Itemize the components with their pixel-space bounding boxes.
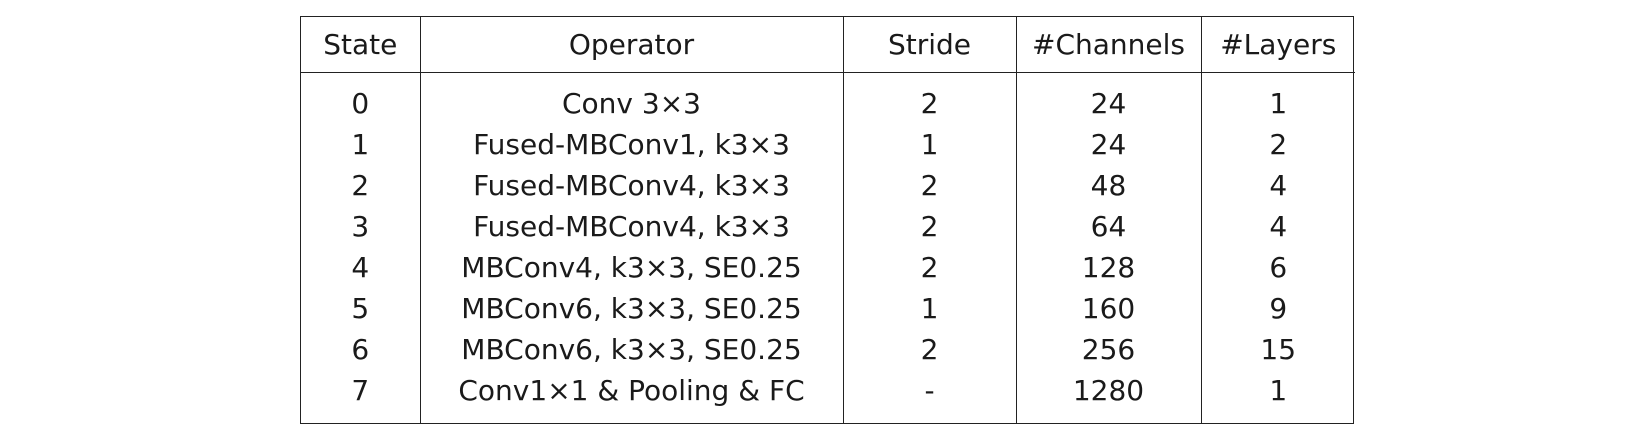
- cell-channels: 1280: [1015, 370, 1201, 411]
- cell-state: 4: [351, 251, 370, 284]
- architecture-table-frame: State Operator Stride #Channels #Layers …: [300, 16, 1355, 424]
- cell-channels: 160: [1015, 288, 1201, 329]
- architecture-table: State Operator Stride #Channels #Layers …: [301, 17, 1355, 423]
- cell-state: 7: [351, 374, 370, 407]
- cell-layers: 4: [1200, 206, 1355, 247]
- cell-operator: Fused-MBConv4, k3×3: [419, 165, 843, 206]
- spacer-cell: [301, 73, 420, 84]
- table-row: 4 MBConv4, k3×3, SE0.25 2 128 6: [301, 247, 1355, 288]
- spacer-cell: [1015, 72, 1201, 83]
- cell-state: 2: [351, 169, 370, 202]
- table-row: 3 Fused-MBConv4, k3×3 2 64 4: [301, 206, 1355, 247]
- cell-operator: MBConv4, k3×3, SE0.25: [419, 247, 843, 288]
- cell-layers: 9: [1200, 288, 1355, 329]
- cell-state: 5: [351, 292, 370, 325]
- table-row: 1 Fused-MBConv1, k3×3 1 24 2: [301, 124, 1355, 165]
- spacer-cell: [842, 72, 1016, 83]
- cell-operator: Fused-MBConv1, k3×3: [419, 124, 843, 165]
- table-row: 5 MBConv6, k3×3, SE0.25 1 160 9: [301, 288, 1355, 329]
- header-channels: #Channels: [1015, 17, 1201, 73]
- cell-state: 0: [351, 87, 370, 120]
- cell-layers: 15: [1200, 329, 1355, 370]
- cell-stride: 2: [842, 247, 1016, 288]
- cell-layers: 2: [1200, 124, 1355, 165]
- cell-channels: 256: [1015, 329, 1201, 370]
- cell-operator: Conv1×1 & Pooling & FC: [419, 370, 843, 411]
- table-row: 6 MBConv6, k3×3, SE0.25 2 256 15: [301, 329, 1355, 370]
- table-spacer: [301, 72, 1355, 84]
- cell-stride: -: [842, 370, 1016, 411]
- spacer-cell: [1200, 411, 1355, 423]
- cell-layers: 4: [1200, 165, 1355, 206]
- cell-stride: 1: [842, 124, 1016, 165]
- cell-state: 6: [351, 333, 370, 366]
- spacer-cell: [1200, 72, 1355, 83]
- cell-layers: 6: [1200, 247, 1355, 288]
- spacer-cell: [842, 411, 1016, 423]
- cell-stride: 2: [842, 165, 1016, 206]
- table-row: 0 Conv 3×3 2 24 1: [301, 83, 1355, 124]
- cell-state: 3: [351, 210, 370, 243]
- header-stride: Stride: [842, 17, 1016, 73]
- table-row: 2 Fused-MBConv4, k3×3 2 48 4: [301, 165, 1355, 206]
- cell-operator: Fused-MBConv4, k3×3: [419, 206, 843, 247]
- header-operator: Operator: [419, 17, 843, 73]
- cell-layers: 1: [1200, 83, 1355, 124]
- spacer-cell: [301, 411, 420, 423]
- cell-channels: 24: [1015, 83, 1201, 124]
- cell-channels: 64: [1015, 206, 1201, 247]
- cell-channels: 128: [1015, 247, 1201, 288]
- cell-layers: 1: [1200, 370, 1355, 411]
- table-row: 7 Conv1×1 & Pooling & FC - 1280 1: [301, 370, 1355, 411]
- table-spacer: [301, 411, 1355, 423]
- spacer-cell: [419, 72, 843, 83]
- cell-channels: 48: [1015, 165, 1201, 206]
- cell-operator: Conv 3×3: [419, 83, 843, 124]
- spacer-cell: [1015, 411, 1201, 423]
- cell-stride: 2: [842, 329, 1016, 370]
- cell-state: 1: [351, 128, 370, 161]
- spacer-cell: [419, 411, 843, 423]
- cell-stride: 2: [842, 206, 1016, 247]
- table-header-row: State Operator Stride #Channels #Layers: [301, 17, 1355, 73]
- header-layers: #Layers: [1200, 17, 1355, 73]
- cell-stride: 2: [842, 83, 1016, 124]
- cell-operator: MBConv6, k3×3, SE0.25: [419, 329, 843, 370]
- cell-stride: 1: [842, 288, 1016, 329]
- cell-operator: MBConv6, k3×3, SE0.25: [419, 288, 843, 329]
- header-state: State: [301, 17, 420, 73]
- cell-channels: 24: [1015, 124, 1201, 165]
